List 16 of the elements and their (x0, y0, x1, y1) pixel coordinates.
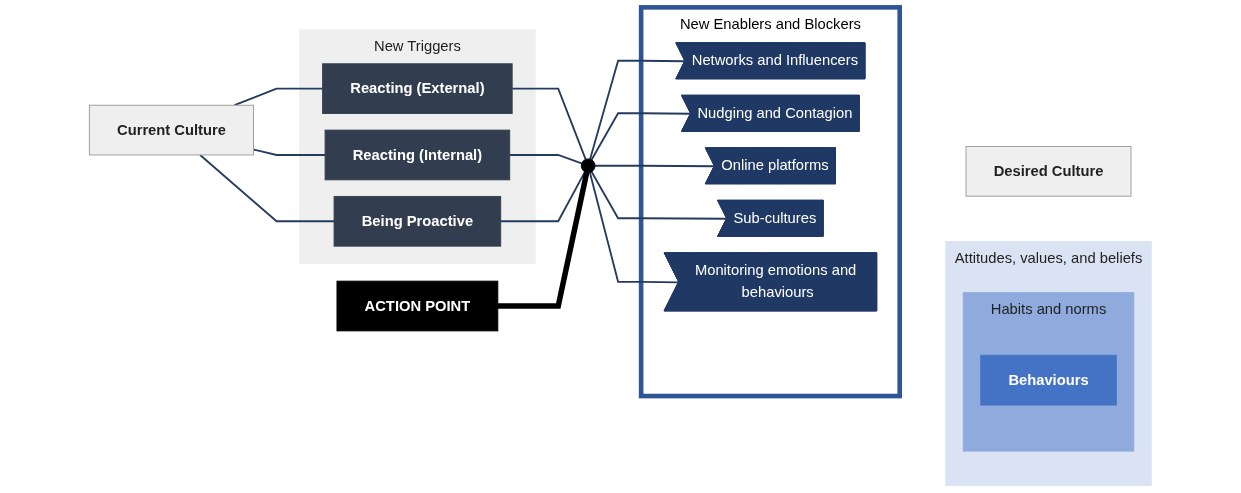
connector (252, 148, 327, 156)
connector (511, 87, 587, 161)
node-box: ACTION POINT (336, 280, 499, 332)
node-box: Being Proactive (333, 195, 502, 247)
node-circle (580, 158, 596, 174)
connector (498, 171, 590, 309)
connector (199, 154, 336, 223)
node-box: Current Culture (89, 104, 255, 156)
connector (499, 170, 586, 223)
node-box: Reacting (External) (322, 63, 513, 114)
connector (233, 87, 324, 107)
node-box: Behaviours (980, 354, 1117, 406)
connector (508, 154, 583, 165)
node-box: Desired Culture (965, 146, 1132, 197)
node-box: Reacting (Internal) (324, 129, 511, 181)
connector (594, 164, 716, 168)
